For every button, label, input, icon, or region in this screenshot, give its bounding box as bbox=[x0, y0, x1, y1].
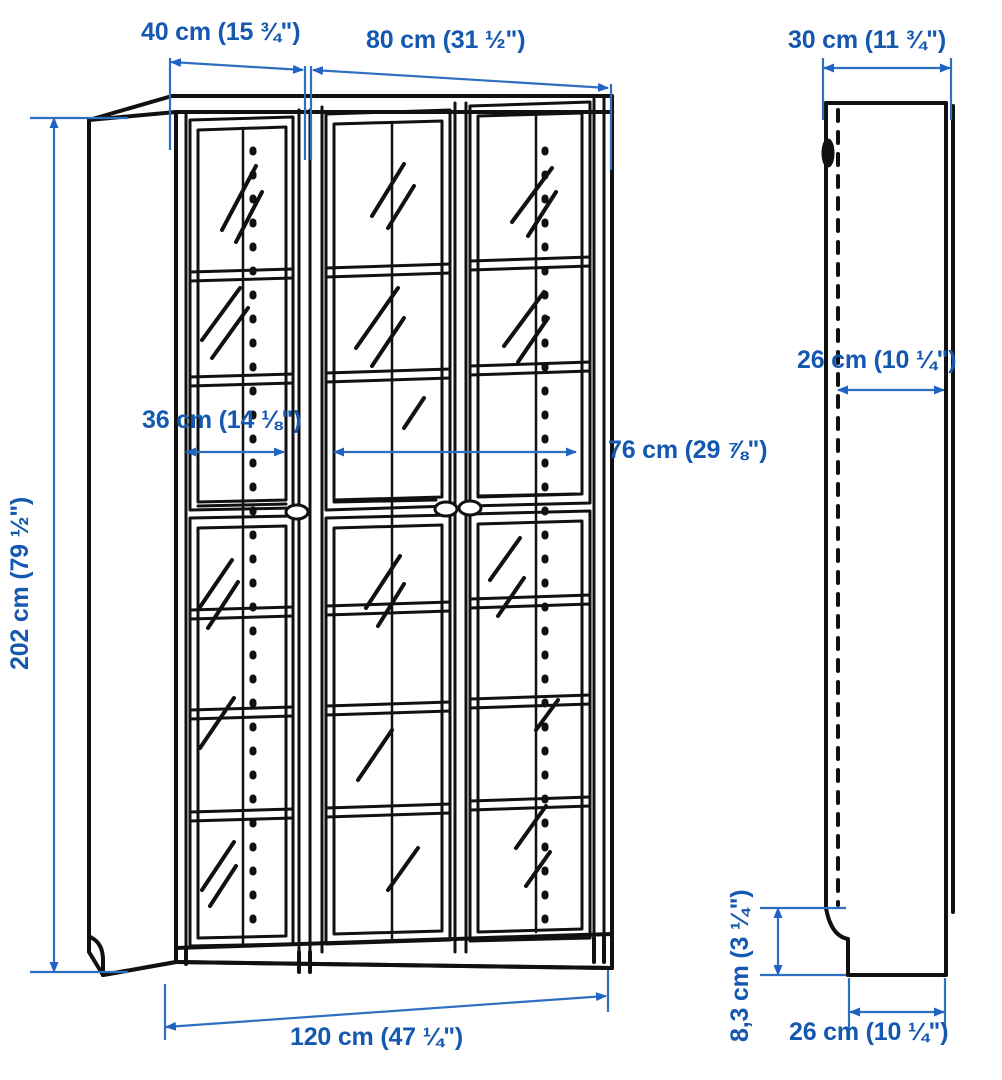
dim-label-base-depth: 26 cm (10 ¼") bbox=[789, 1018, 949, 1046]
dim-label-plinth-height: 8,3 cm (3 ¼") bbox=[726, 889, 754, 1042]
dimline-plinth-height bbox=[760, 906, 846, 977]
side-view-handle bbox=[821, 138, 835, 168]
dim-label-inner-depth: 26 cm (10 ¼") bbox=[797, 346, 957, 374]
front-plinth bbox=[101, 932, 614, 977]
dimline-total-depth bbox=[821, 58, 953, 120]
glass-reflection-marks bbox=[196, 162, 560, 908]
dim-label-width-narrow: 40 cm (15 ¾") bbox=[141, 18, 301, 46]
peg-hole-columns bbox=[249, 146, 549, 934]
dim-label-inner-width-wide: 76 cm (29 ⅞") bbox=[608, 436, 768, 464]
dimline-width-narrow bbox=[168, 58, 307, 160]
dimline-base-depth bbox=[847, 978, 947, 1040]
door-handle-rails bbox=[196, 492, 578, 508]
dimline-total-width bbox=[163, 970, 610, 1040]
dimline-total-height bbox=[30, 116, 128, 974]
dim-label-inner-width-narrow: 36 cm (14 ⅛") bbox=[142, 406, 302, 434]
dim-label-total-depth: 30 cm (11 ¾") bbox=[788, 26, 946, 54]
dim-label-total-width: 120 cm (47 ¼") bbox=[290, 1023, 464, 1051]
dimline-width-wide bbox=[309, 66, 613, 170]
side-view-outline bbox=[824, 101, 955, 977]
front-interior-back-edges bbox=[241, 112, 538, 946]
front-shelves bbox=[188, 255, 592, 823]
front-frame-stiles bbox=[174, 96, 606, 974]
dim-label-total-height: 202 cm (79 ½") bbox=[6, 496, 34, 670]
door-handles bbox=[284, 499, 483, 521]
door-right bbox=[468, 100, 592, 943]
dim-label-width-wide: 80 cm (31 ½") bbox=[366, 26, 526, 54]
